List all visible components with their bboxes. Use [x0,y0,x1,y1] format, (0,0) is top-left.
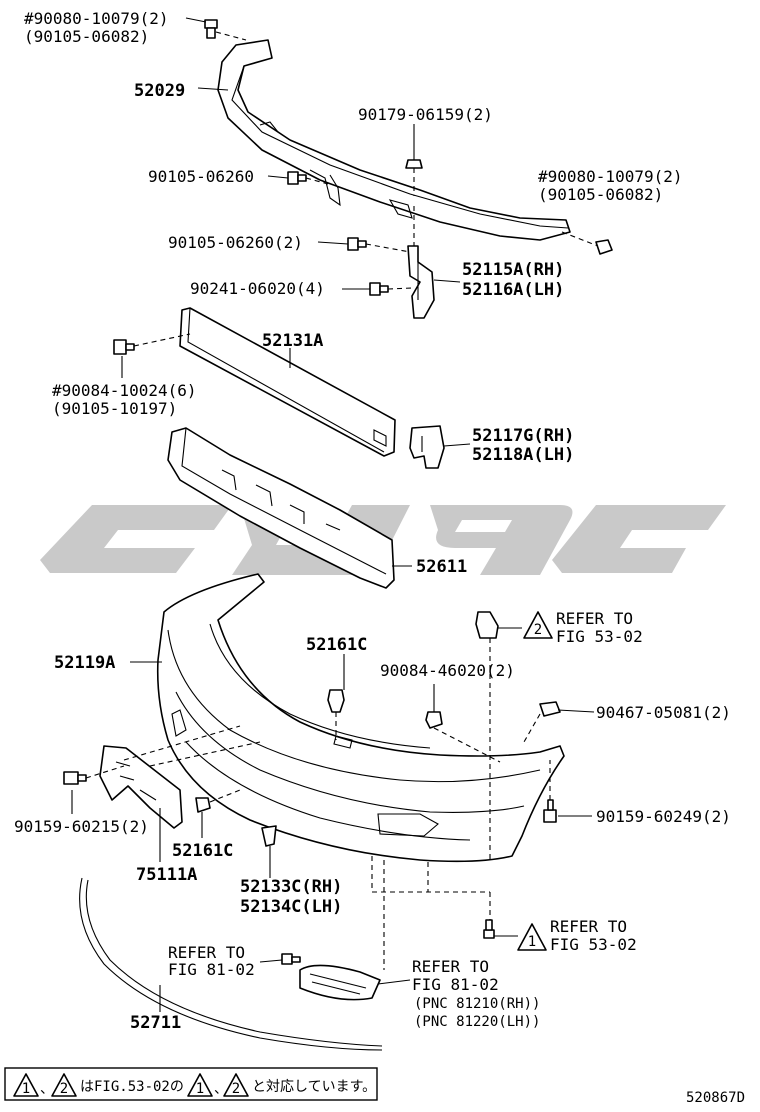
screw-refer-81-02 [281,953,301,965]
label-90159-60215: 90159-60215(2) [14,817,149,836]
footnote-text-1: はFIG.53-02の [80,1079,184,1095]
part-labels: #90080-10079(2) (90105-06082) 52029 9017… [14,9,731,1033]
screw-refer-53-02-lower [483,919,495,939]
part-52029-support [217,39,571,241]
part-52117G-retainer [409,425,445,469]
label-52119A: 52119A [54,653,115,673]
part-52133C-seal [261,825,277,847]
footnote-mark-1: 1 [22,1081,30,1097]
label-52118A: 52118A(LH) [472,445,574,465]
part-52119A-bumper-cover [156,573,565,863]
label-90084-10024: #90084-10024(6) [52,381,197,400]
nut-90467-05081 [539,701,561,717]
ref-triangle-2: 2 [523,611,553,639]
label-90080-10079-left: #90080-10079(2) [24,9,169,28]
clip-52161C-bottom [195,797,211,813]
label-52133C: 52133C(RH) [240,877,342,897]
label-52029: 52029 [134,81,185,101]
label-refer-to-upper: REFER TO [556,609,633,628]
label-90467-05081: 90467-05081(2) [596,703,731,722]
label-90159-60249: 90159-60249(2) [596,807,731,826]
label-52116A: 52116A(LH) [462,280,564,300]
label-52115A: 52115A(RH) [462,260,564,280]
leader-lines [71,17,599,1012]
bolt-90080-10079-right [595,239,613,255]
footnote-sep-2: 、 [214,1081,228,1097]
screw-90159-60215 [63,771,87,785]
label-52711: 52711 [130,1013,181,1033]
label-90105-06260: 90105-06260 [148,167,254,186]
label-52611: 52611 [416,557,467,577]
label-90241-06020: 90241-06020(4) [190,279,325,298]
footnote-mark-2: 2 [60,1081,68,1097]
label-fig-53-02-upper: FIG 53-02 [556,627,643,646]
label-fig-53-02-lower: FIG 53-02 [550,935,637,954]
part-52711-molding [79,877,383,1051]
label-52161C-bottom: 52161C [172,841,233,861]
label-fig-81-02-left: FIG 81-02 [168,960,255,979]
footnote-text-2: と対応しています。 [252,1079,376,1095]
label-refer-to-81-right: REFER TO [412,957,489,976]
label-90105-06082-right: (90105-06082) [538,185,663,204]
label-90105-06082-left: (90105-06082) [24,27,149,46]
ref-triangle-1-label: 1 [528,934,536,950]
label-52131A: 52131A [262,331,323,351]
bolt-90105-06260-2 [347,237,367,251]
label-75111A: 75111A [136,865,197,885]
label-90105-06260-2: 90105-06260(2) [168,233,303,252]
label-90084-46020: 90084-46020(2) [380,661,515,680]
part-75111A-bracket [99,745,183,829]
fog-lamp [299,964,381,1001]
bolt-90080-10079-left [204,19,218,39]
label-90179-06159: 90179-06159(2) [358,105,493,124]
label-52161C-top: 52161C [306,635,367,655]
footnote-sep-1: 、 [40,1081,54,1097]
bolt-90084-10024 [113,339,135,355]
part-52611-absorber [167,427,395,589]
footnote-mark-4: 2 [232,1081,240,1097]
part-52131A-reinforcement [179,307,396,457]
label-90080-10079-right: #90080-10079(2) [538,167,683,186]
diagram-code: 520867D [686,1090,745,1106]
label-pnc-81220: (PNC 81220(LH)) [414,1014,540,1030]
footnote-mark-3: 1 [196,1081,204,1097]
label-fig-81-02-right: FIG 81-02 [412,975,499,994]
bolt-90105-06260 [287,171,307,185]
ref-triangle-1: 1 [517,923,547,951]
bracket-52115A [407,245,435,319]
label-90105-10197: (90105-10197) [52,399,177,418]
bolt-90179-06159 [405,159,423,169]
label-refer-to-81-left: REFER TO [168,943,245,962]
label-52117G: 52117G(RH) [472,426,574,446]
bolt-90241-06020 [369,282,389,296]
label-refer-to-lower: REFER TO [550,917,627,936]
label-pnc-81210: (PNC 81210(RH)) [414,996,540,1012]
footnote: 1 、 2 はFIG.53-02の 1 、 2 と対応しています。 [4,1067,378,1101]
label-52134C: 52134C(LH) [240,897,342,917]
clip-52161C-top [327,689,345,713]
clip-refer-53-02-upper [475,611,499,639]
clip-90084-46020 [425,711,443,729]
ref-triangle-2-label: 2 [534,622,542,638]
screw-90159-60249 [543,799,557,823]
